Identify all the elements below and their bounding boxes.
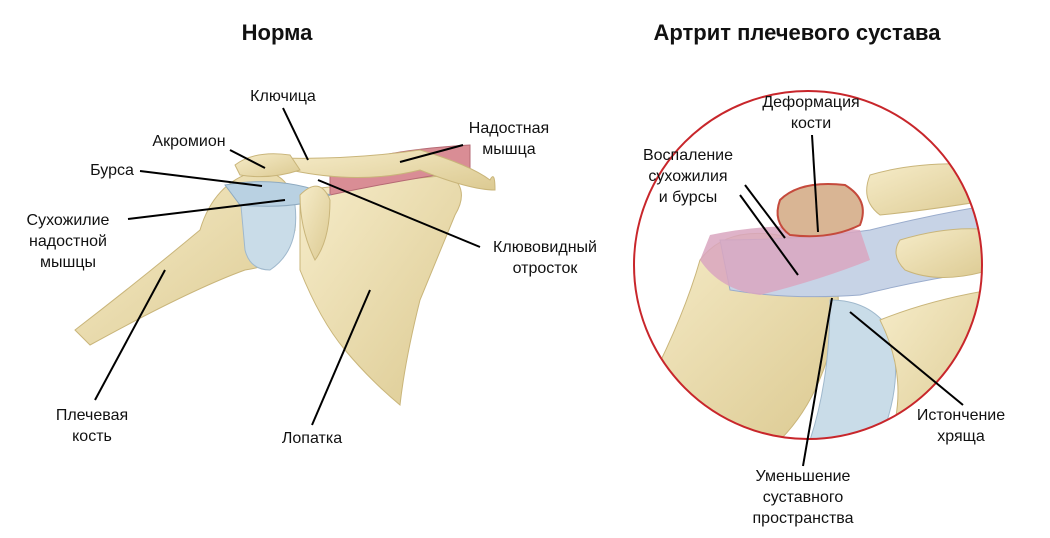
label-line: Клювовидный xyxy=(493,239,597,256)
label-scapula: Лопатка xyxy=(281,430,343,447)
label-line: мышцы xyxy=(40,254,96,271)
label-line: мышца xyxy=(482,141,536,158)
label-supraspinatus: Надостная мышца xyxy=(469,118,549,160)
label-clavicle: Ключица xyxy=(250,88,316,105)
label-line: и бурсы xyxy=(658,189,718,206)
label-line: надостной xyxy=(29,233,107,250)
label-line: Воспаление xyxy=(642,147,734,164)
normal-shoulder xyxy=(74,144,496,406)
label-line: Истончение xyxy=(916,407,1006,424)
label-line: отросток xyxy=(512,260,578,277)
deformed-bone xyxy=(776,183,864,238)
title-normal: Норма xyxy=(241,20,313,45)
label-line: Сухожилие xyxy=(26,212,110,229)
label-cartilage-thinning: Истончение хряща xyxy=(917,405,1005,447)
label-line: хряща xyxy=(937,428,985,445)
glenoid-cartilage xyxy=(809,299,897,439)
label-bone-deformation: Деформация кости xyxy=(762,92,859,134)
label-line: Надостная xyxy=(468,120,550,137)
label-line: кость xyxy=(72,428,112,445)
lower-process xyxy=(895,228,982,278)
label-line: Уменьшение xyxy=(755,468,851,485)
label-coracoid: Клювовидный отросток xyxy=(493,237,597,279)
inflamed-tendon-bursa xyxy=(700,226,870,295)
label-acromion: Акромион xyxy=(152,133,226,150)
label-line: Деформация xyxy=(762,94,860,111)
label-line: суставного xyxy=(762,489,844,506)
label-tendon: Сухожилие надостной мышцы xyxy=(27,210,110,273)
label-inflammation: Воспаление сухожилия и бурсы xyxy=(643,145,733,208)
clavicle xyxy=(278,149,496,191)
label-line: Плечевая xyxy=(55,407,129,424)
leader-lines xyxy=(94,107,964,467)
label-line: пространства xyxy=(752,510,854,527)
coracoid xyxy=(299,185,331,261)
label-line: сухожилия xyxy=(648,168,728,185)
label-line: кости xyxy=(790,115,832,132)
title-arthritis: Артрит плечевого сустава xyxy=(653,20,941,45)
label-bursa: Бурса xyxy=(90,162,134,179)
scapula xyxy=(299,174,462,406)
label-joint-space: Уменьшение суставного пространства xyxy=(753,466,854,529)
acromion xyxy=(234,153,301,178)
label-humerus: Плечевая кость xyxy=(56,405,128,447)
